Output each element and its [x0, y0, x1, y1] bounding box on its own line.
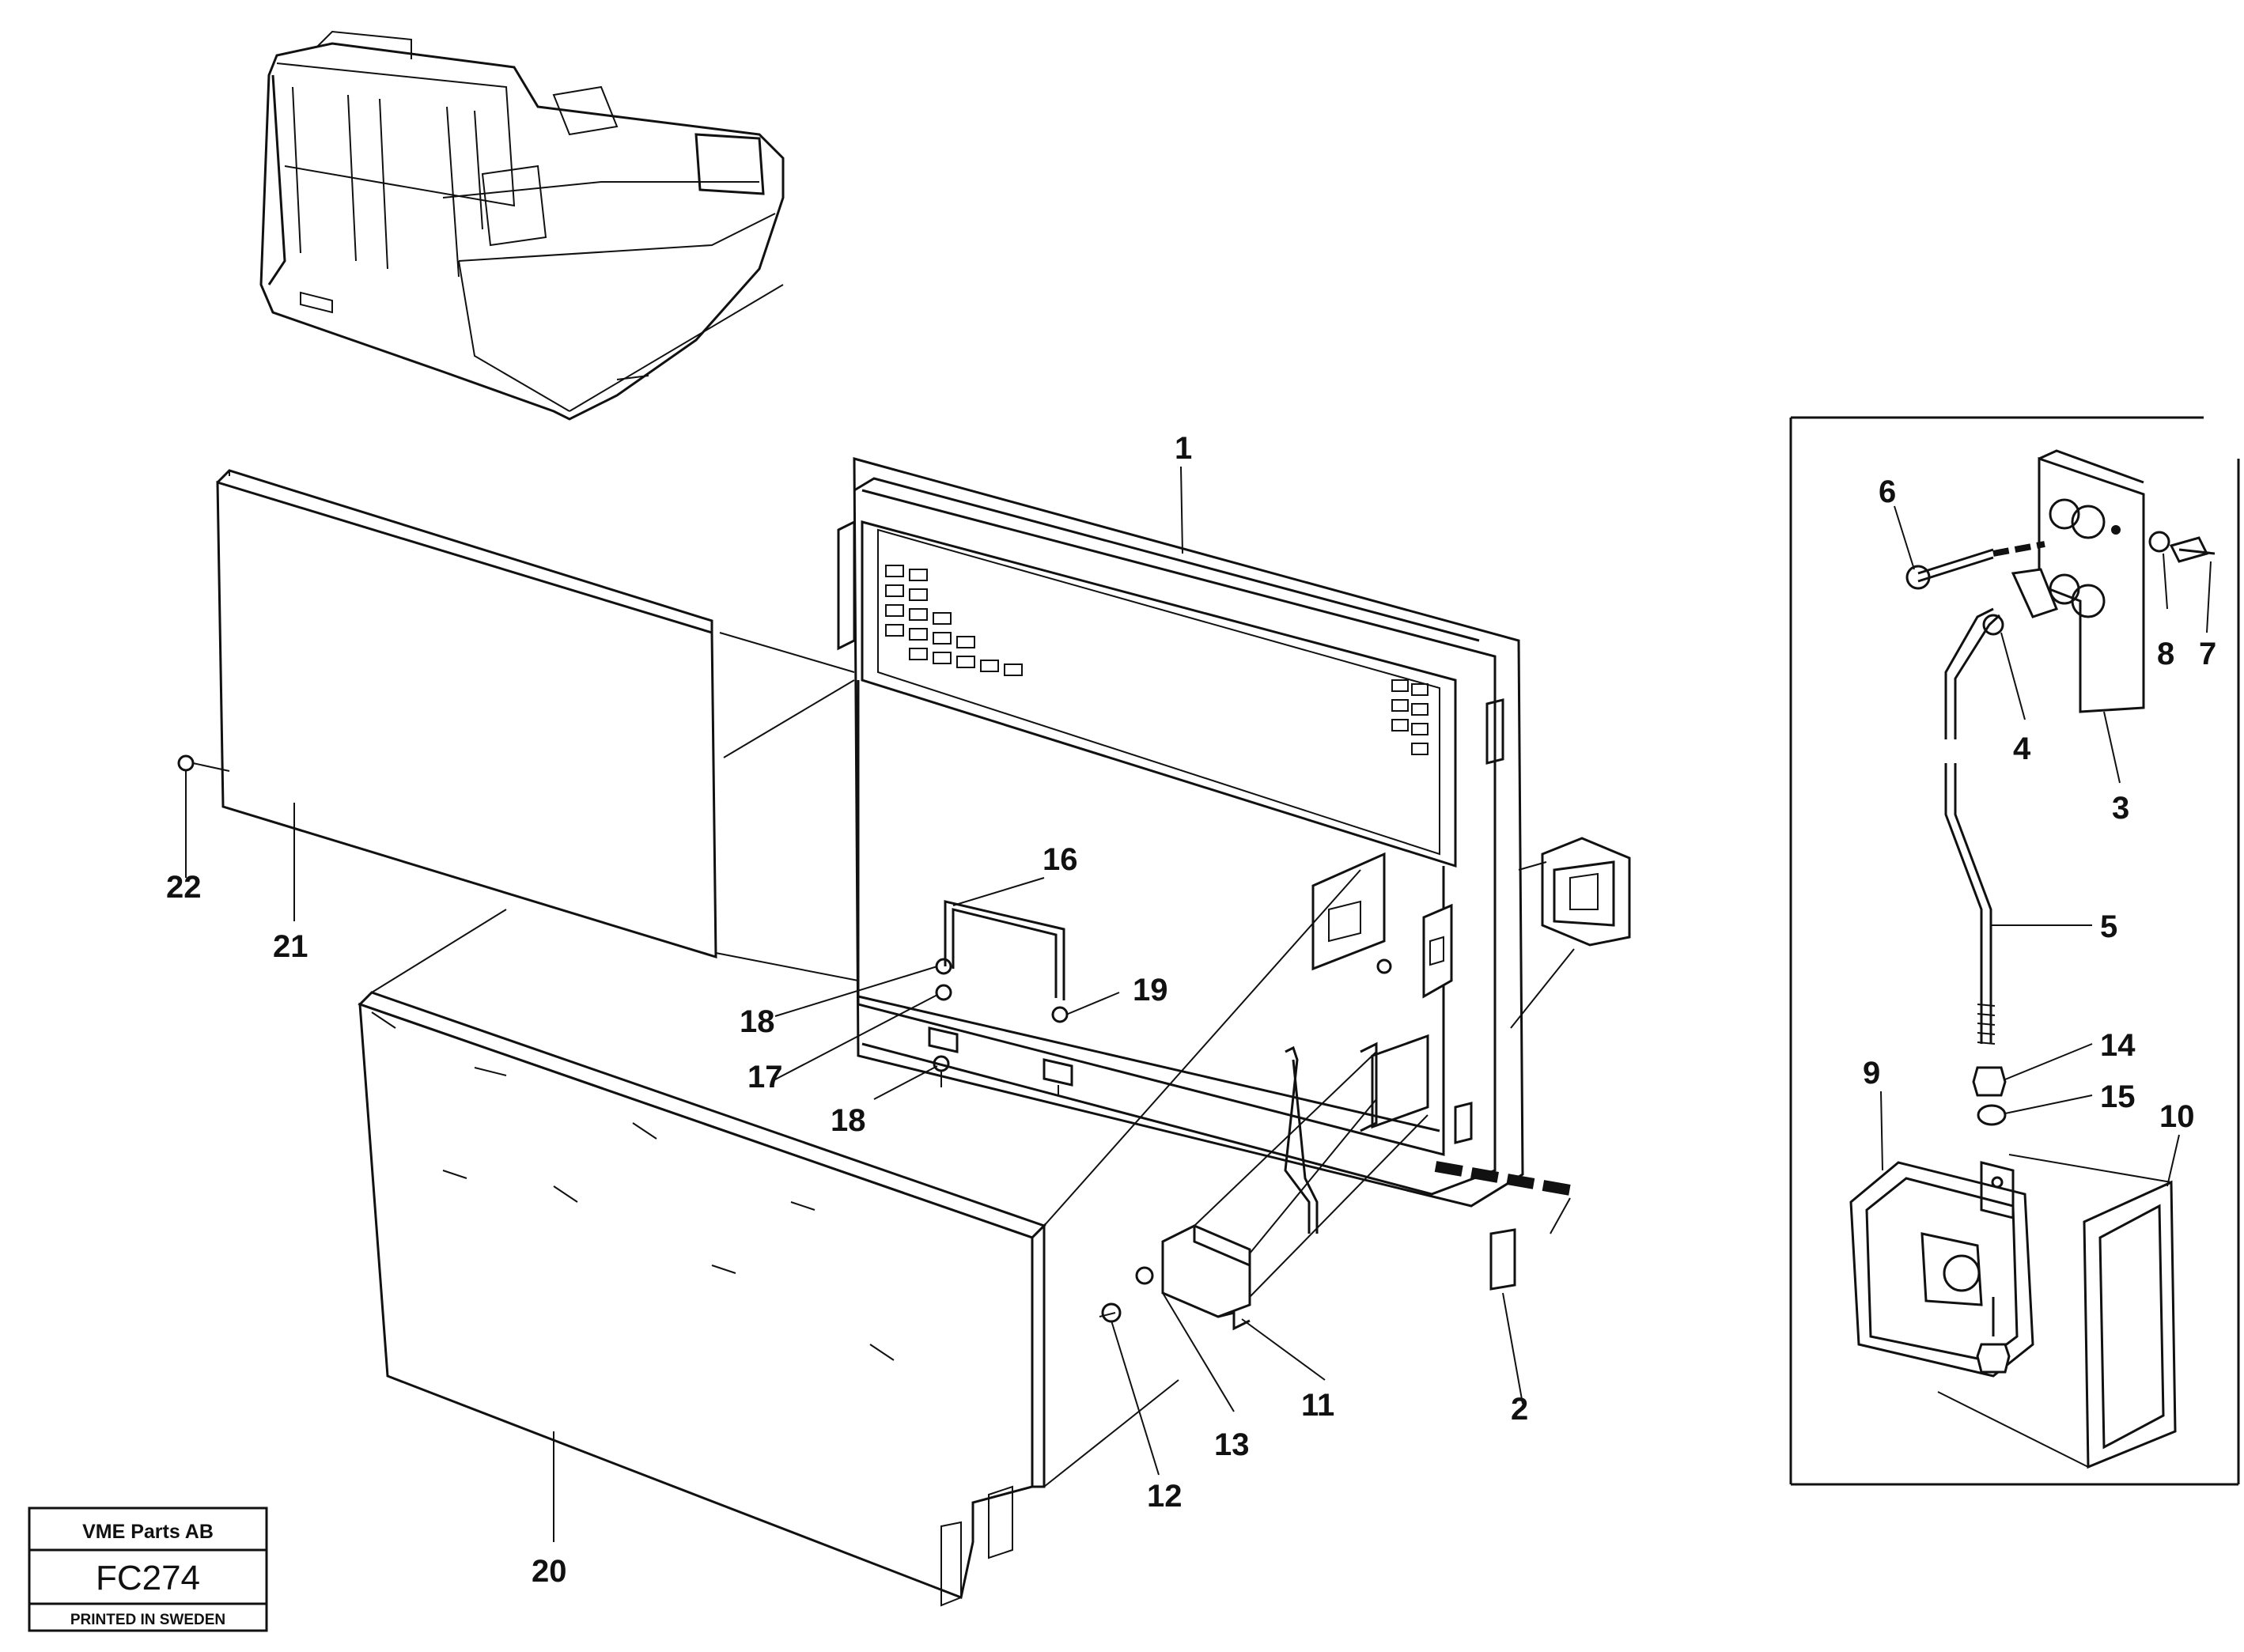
detail-inset: [1789, 416, 2240, 1486]
callout-19: 19: [1133, 973, 1168, 1007]
callout-16: 16: [1043, 842, 1078, 877]
callout-2: 2: [1511, 1392, 1528, 1427]
callout-leaders: [185, 466, 2212, 1542]
callout-8: 8: [2157, 637, 2174, 671]
callout-3: 3: [2112, 791, 2129, 826]
callout-17: 17: [747, 1060, 783, 1094]
callout-21: 21: [273, 929, 308, 964]
callout-22: 22: [166, 870, 202, 905]
figure-code: FC274: [96, 1559, 200, 1597]
callout-13: 13: [1214, 1427, 1250, 1462]
callout-20: 20: [532, 1554, 567, 1589]
title-block: VME Parts AB FC274 PRINTED IN SWEDEN: [28, 1506, 268, 1632]
callout-5: 5: [2100, 909, 2117, 944]
panel-21-drawing: [177, 469, 717, 959]
printed-note: PRINTED IN SWEDEN: [70, 1612, 225, 1628]
callout-1: 1: [1175, 431, 1192, 466]
panel-20-drawing: [358, 991, 1046, 1607]
callout-4: 4: [2013, 731, 2031, 766]
excavator-overview-drawing: [259, 30, 785, 421]
callout-labels: 1 2 3 4 5 6 7 8 9 10 11 12 13 14 15 16 1…: [166, 431, 2216, 1589]
callout-18-lower: 18: [831, 1103, 866, 1138]
callout-12: 12: [1147, 1479, 1183, 1514]
door-frame-1-drawing: [837, 457, 1631, 1331]
callout-14: 14: [2100, 1028, 2136, 1063]
callout-18-upper: 18: [740, 1004, 775, 1039]
company-name: VME Parts AB: [82, 1521, 214, 1543]
callout-9: 9: [1863, 1056, 1880, 1091]
callout-7: 7: [2199, 637, 2216, 671]
callout-11: 11: [1301, 1388, 1334, 1423]
guide-lines: [371, 632, 1575, 1488]
callout-15: 15: [2100, 1079, 2136, 1114]
callout-6: 6: [1879, 474, 1896, 509]
callout-10: 10: [2159, 1099, 2195, 1134]
